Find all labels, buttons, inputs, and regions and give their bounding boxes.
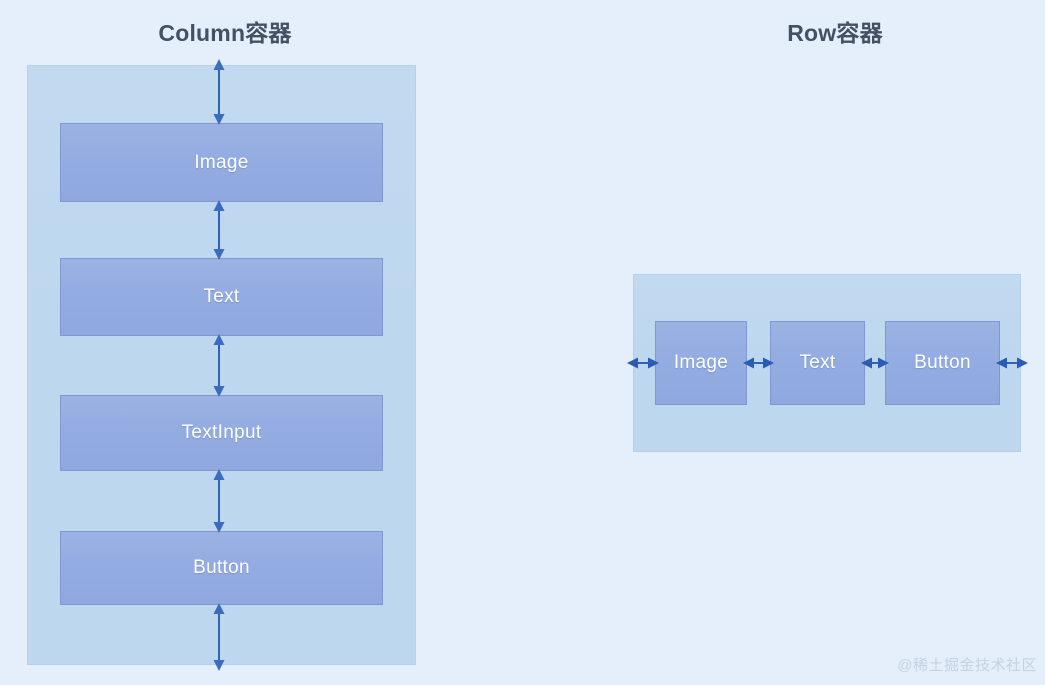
column-panel-title: Column容器	[158, 20, 292, 46]
column-child-textinput: TextInput	[60, 395, 383, 471]
column-child-image: Image	[60, 123, 383, 202]
row-child-button: Button	[885, 321, 1000, 405]
row-child-image: Image	[655, 321, 747, 405]
horizontal-double-arrow-icon	[861, 352, 889, 374]
column-child-text: Text	[60, 258, 383, 336]
vertical-double-arrow-icon	[208, 59, 230, 125]
horizontal-double-arrow-icon	[996, 352, 1028, 374]
vertical-double-arrow-icon	[208, 469, 230, 533]
horizontal-double-arrow-icon	[743, 352, 774, 374]
row-panel-title: Row容器	[787, 20, 883, 46]
vertical-double-arrow-icon	[208, 603, 230, 671]
horizontal-double-arrow-icon	[627, 352, 659, 374]
vertical-double-arrow-icon	[208, 200, 230, 260]
vertical-double-arrow-icon	[208, 334, 230, 397]
row-child-text: Text	[770, 321, 865, 405]
watermark-text: @稀土掘金技术社区	[897, 657, 1037, 674]
column-child-button: Button	[60, 531, 383, 605]
column-container: Image Text TextInput Button	[27, 59, 416, 671]
row-container: Image Text Button	[627, 274, 1028, 452]
